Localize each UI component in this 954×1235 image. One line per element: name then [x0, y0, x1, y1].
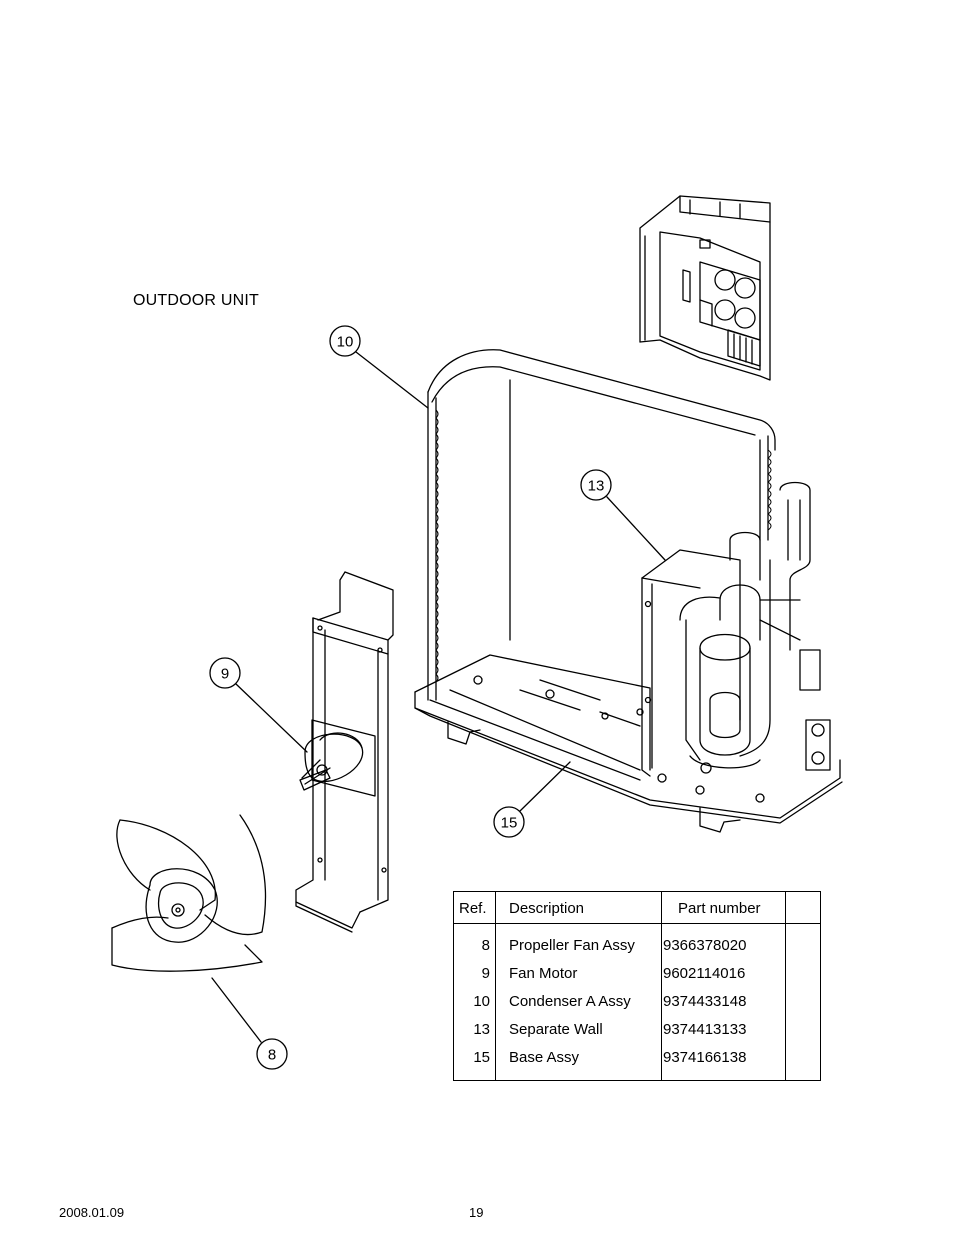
row-description: Condenser A Assy [509, 993, 631, 1010]
callout-label: 10 [337, 334, 354, 351]
callout-label: 15 [501, 815, 518, 832]
row-ref: 10 [473, 993, 490, 1010]
row-part-number: 9374433148 [663, 993, 747, 1010]
fan-motor-support-illustration [295, 571, 394, 933]
callout-10: 10 [329, 325, 429, 409]
propeller-fan-illustration [111, 814, 267, 972]
row-part-number: 9602114016 [663, 965, 746, 982]
callout-9: 9 [209, 657, 308, 753]
header-part-number: Part number [678, 900, 761, 917]
callout-13: 13 [580, 469, 666, 561]
row-part-number: 9374166138 [663, 1049, 747, 1066]
header-ref: Ref. [459, 900, 487, 917]
base-illustration [414, 654, 843, 833]
row-ref: 9 [481, 965, 490, 982]
callout-8: 8 [211, 977, 288, 1070]
row-part-number: 9366378020 [663, 937, 747, 954]
row-ref: 15 [473, 1049, 490, 1066]
row-description: Propeller Fan Assy [509, 937, 635, 954]
row-description: Fan Motor [509, 965, 578, 982]
callout-label: 9 [221, 666, 229, 683]
table-divider [785, 892, 786, 1080]
callout-label: 8 [268, 1047, 276, 1064]
condenser-illustration [427, 349, 776, 701]
row-ref: 8 [481, 937, 490, 954]
row-part-number: 9374413133 [663, 1021, 747, 1038]
header-description: Description [509, 900, 585, 917]
parts-table: Ref. Description Part number 8 Propeller… [453, 891, 821, 1081]
page-title: OUTDOOR UNIT [133, 292, 259, 309]
separate-wall-illustration [641, 549, 741, 777]
electrical-box-illustration [639, 195, 771, 381]
table-divider [661, 892, 662, 1080]
row-description: Separate Wall [509, 1021, 603, 1038]
row-ref: 13 [473, 1021, 490, 1038]
row-description: Base Assy [509, 1049, 580, 1066]
table-divider [495, 892, 496, 1080]
compressor-illustration [679, 481, 831, 774]
footer-date: 2008.01.09 [59, 1205, 125, 1220]
callout-label: 13 [588, 478, 605, 495]
fan-motor-illustration [299, 719, 376, 797]
table-header-line [454, 923, 820, 924]
callout-15: 15 [493, 761, 571, 838]
page-number: 19 [469, 1205, 484, 1220]
